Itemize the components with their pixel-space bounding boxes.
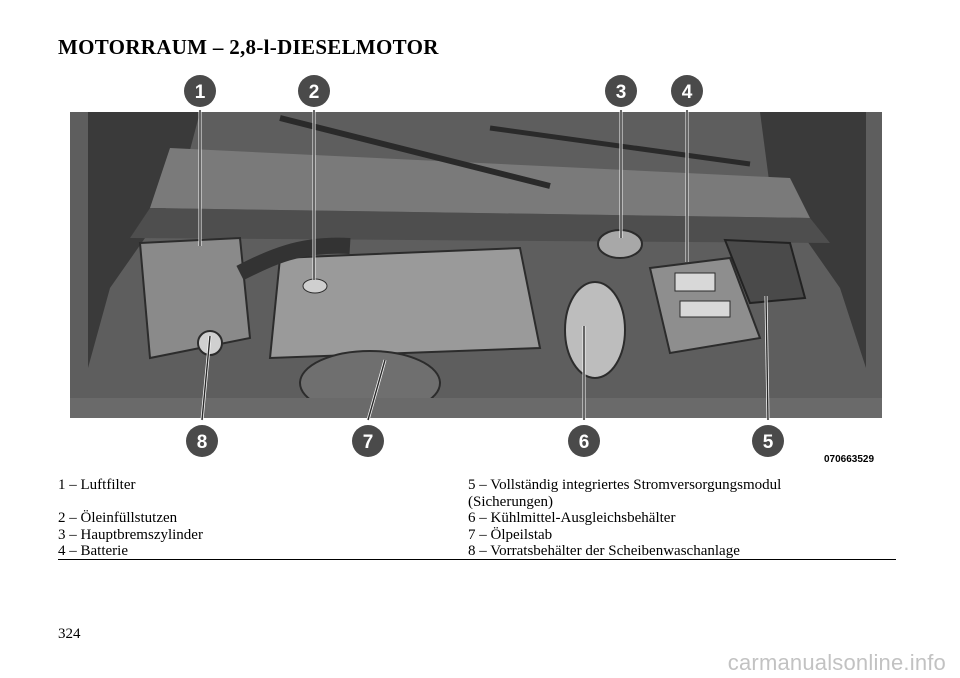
legend-item-2: 2 – Öleinfüllstutzen (58, 510, 178, 526)
legend-left: 1 – Luftfilter 2 – Öleinfüllstutzen 3 – … (58, 477, 438, 560)
callout-4: 4 (671, 75, 703, 107)
engine-bay-illustration: 1 2 3 4 8 7 6 5 0706635 (70, 68, 882, 468)
callout-2: 2 (298, 75, 330, 107)
callout-3: 3 (605, 75, 637, 107)
figure-code: 070663529 (824, 454, 874, 465)
callout-8: 8 (186, 425, 218, 457)
page-number: 324 (58, 626, 81, 642)
callout-7: 7 (352, 425, 384, 457)
callout-7-label: 7 (363, 432, 374, 453)
callout-4-label: 4 (682, 82, 693, 103)
legend-item-1: 1 – Luftfilter (58, 477, 136, 493)
watermark: carmanualsonline.info (727, 650, 946, 675)
callout-6: 6 (568, 425, 600, 457)
callout-8-label: 8 (197, 432, 208, 453)
legend-divider (58, 559, 896, 560)
callout-1-label: 1 (195, 82, 206, 103)
callout-5-label: 5 (763, 432, 774, 453)
legend-right: 5 – Vollständig integriertes Stromversor… (468, 477, 888, 560)
callout-3-label: 3 (616, 82, 627, 103)
callout-2-label: 2 (309, 82, 320, 103)
legend-item-5: 5 – Vollständig integriertes Stromversor… (468, 477, 782, 510)
legend-item-4: 4 – Batterie (58, 543, 128, 559)
legend-item-7: 7 – Ölpeilstab (468, 526, 553, 543)
legend-item-6: 6 – Kühlmittel-Ausgleichsbehälter (468, 510, 676, 526)
callout-6-label: 6 (579, 432, 590, 453)
legend-item-3: 3 – Hauptbremszylinder (58, 526, 203, 543)
legend-item-8: 8 – Vorratsbehälter der Scheibenwaschanl… (468, 543, 740, 559)
page-title: MOTORRAUM – 2,8-l-DIESELMOTOR (58, 35, 439, 59)
callout-5: 5 (752, 425, 784, 457)
callout-1: 1 (184, 75, 216, 107)
